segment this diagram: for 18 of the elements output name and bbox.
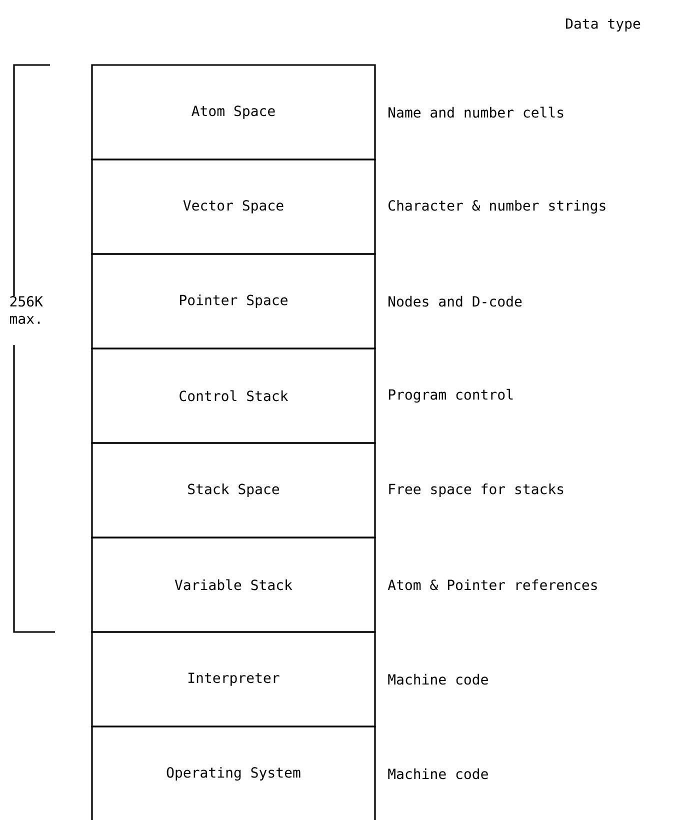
dimension-label: 256K max.	[10, 296, 43, 324]
memory-cell: Operating System	[91, 726, 376, 820]
data-type-label: Machine code	[388, 674, 488, 685]
memory-cell: Vector Space	[91, 158, 376, 255]
memory-cell: Stack Space	[91, 442, 376, 538]
data-type-label: Free space for stacks	[389, 484, 564, 498]
column-heading: Data type	[566, 18, 640, 32]
memory-cell: Variable Stack	[91, 536, 376, 633]
memory-cell: Atom Space	[91, 64, 376, 160]
memory-cell: Control Stack	[91, 348, 376, 444]
memory-cell: Pointer Space	[91, 253, 376, 350]
data-type-label: Name and number cells	[388, 106, 564, 118]
data-type-label: Atom & Pointer references	[388, 579, 597, 590]
data-type-label: Machine code	[388, 768, 488, 780]
data-type-label: Nodes and D-code	[388, 296, 522, 307]
memory-cell: Interpreter	[91, 631, 376, 728]
data-type-label: Program control	[388, 388, 513, 403]
data-type-label: Character & number strings	[388, 200, 606, 214]
